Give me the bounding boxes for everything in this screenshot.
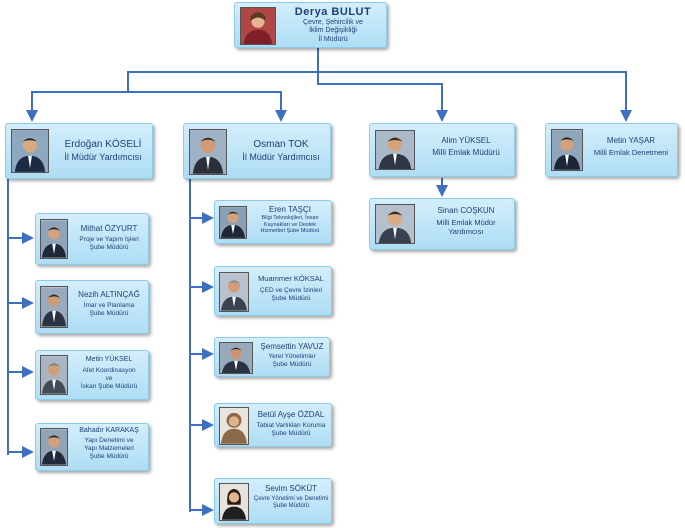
avatar <box>375 130 415 170</box>
node-yasar: Metin YAŞAR Milli Emlak Denetmeni <box>545 123 678 177</box>
yavuz-title: Yerel Yönetimler Şube Müdürü <box>268 353 316 368</box>
koseli-name: Erdoğan KÖSELİ <box>64 139 142 150</box>
node-coskun: Sinan COŞKUN Milli Emlak Müdür Yardımcıs… <box>369 198 515 250</box>
node-myuksel: Metin YÜKSEL Afet Koordinasyon ve İskan … <box>35 350 149 400</box>
node-karakas: Bahadır KARAKAŞ Yapı Denetimi ve Yapı Ma… <box>35 423 149 471</box>
avatar <box>219 342 253 374</box>
karakas-title: Yapı Denetimi ve Yapı Malzemeleri Şube M… <box>84 437 134 460</box>
node-koksal: Muammer KÖKSAL ÇED ve Çevre İzinleri Şub… <box>214 266 332 316</box>
ozyurt-name: Mithat ÖZYURT <box>80 224 138 233</box>
sokut-title: Çevre Yönetimi ve Denetimi Şube Müdürü <box>253 496 329 510</box>
node-yuksel: Alim YÜKSEL Milli Emlak Müdürü <box>369 123 515 177</box>
ozyurt-title: Proje ve Yapım İşleri Şube Müdürü <box>79 236 139 251</box>
altincag-name: Nezih ALTINÇAĞ <box>78 290 140 299</box>
node-director: Derya BULUT Çevre, Şehircilik ve İklim D… <box>234 2 387 48</box>
yuksel-name: Alim YÜKSEL <box>441 136 491 145</box>
avatar <box>375 204 415 244</box>
myuksel-name: Metin YÜKSEL <box>85 356 133 363</box>
tasci-title: Bilgi Teknolojileri, İnsan Kaynakları ve… <box>260 215 320 235</box>
avatar <box>40 355 68 395</box>
avatar <box>219 206 247 239</box>
node-ozyurt: Mithat ÖZYURT Proje ve Yapım İşleri Şube… <box>35 213 149 265</box>
karakas-name: Bahadır KARAKAŞ <box>79 427 139 434</box>
node-sokut: Sevim SÖKÜT Çevre Yönetimi ve Denetimi Ş… <box>214 478 332 524</box>
director-title: Çevre, Şehircilik ve İklim Değişikliği İ… <box>303 19 363 43</box>
node-altincag: Nezih ALTINÇAĞ İmar ve Planlama Şube Müd… <box>35 280 149 334</box>
tasci-name: Eren TAŞÇI <box>269 205 311 214</box>
tok-title: İl Müdür Yardımcısı <box>242 152 320 162</box>
yavuz-name: Şemsettin YAVUZ <box>260 342 324 351</box>
avatar <box>189 129 227 175</box>
node-koseli: Erdoğan KÖSELİ İl Müdür Yardımcısı <box>5 123 153 179</box>
avatar <box>219 407 249 445</box>
node-tok: Osman TOK İl Müdür Yardımcısı <box>183 123 331 179</box>
yasar-title: Milli Emlak Denetmeni <box>593 148 669 157</box>
node-yavuz: Şemsettin YAVUZ Yerel Yönetimler Şube Mü… <box>214 337 330 377</box>
myuksel-title: Afet Koordinasyon ve İskan Şube Müdürü <box>80 367 138 390</box>
avatar <box>219 483 249 521</box>
koksal-title: ÇED ve Çevre İzinleri Şube Müdürü <box>259 287 323 302</box>
node-tasci: Eren TAŞÇI Bilgi Teknolojileri, İnsan Ka… <box>214 200 332 244</box>
avatar <box>240 7 276 45</box>
director-name: Derya BULUT <box>294 6 372 18</box>
ozdal-name: Betül Ayşe ÖZDAL <box>257 410 325 419</box>
ozdal-title: Tabiat Varlıkları Koruma Şube Müdürü <box>256 422 326 437</box>
coskun-name: Sinan COŞKUN <box>437 206 495 215</box>
avatar <box>551 129 583 171</box>
avatar <box>40 219 68 259</box>
node-ozdal: Betül Ayşe ÖZDAL Tabiat Varlıkları Korum… <box>214 403 332 447</box>
yasar-name: Metin YAŞAR <box>606 136 656 145</box>
altincag-title: İmar ve Planlama Şube Müdürü <box>83 302 135 317</box>
avatar <box>11 129 49 173</box>
avatar <box>219 272 249 312</box>
tok-name: Osman TOK <box>253 139 309 150</box>
yuksel-title: Milli Emlak Müdürü <box>432 148 500 157</box>
koksal-name: Muammer KÖKSAL <box>258 274 324 283</box>
coskun-title: Milli Emlak Müdür Yardımcısı <box>436 218 496 236</box>
avatar <box>40 286 68 328</box>
sokut-name: Sevim SÖKÜT <box>264 484 317 493</box>
koseli-title: İl Müdür Yardımcısı <box>64 152 142 162</box>
avatar <box>40 428 68 466</box>
